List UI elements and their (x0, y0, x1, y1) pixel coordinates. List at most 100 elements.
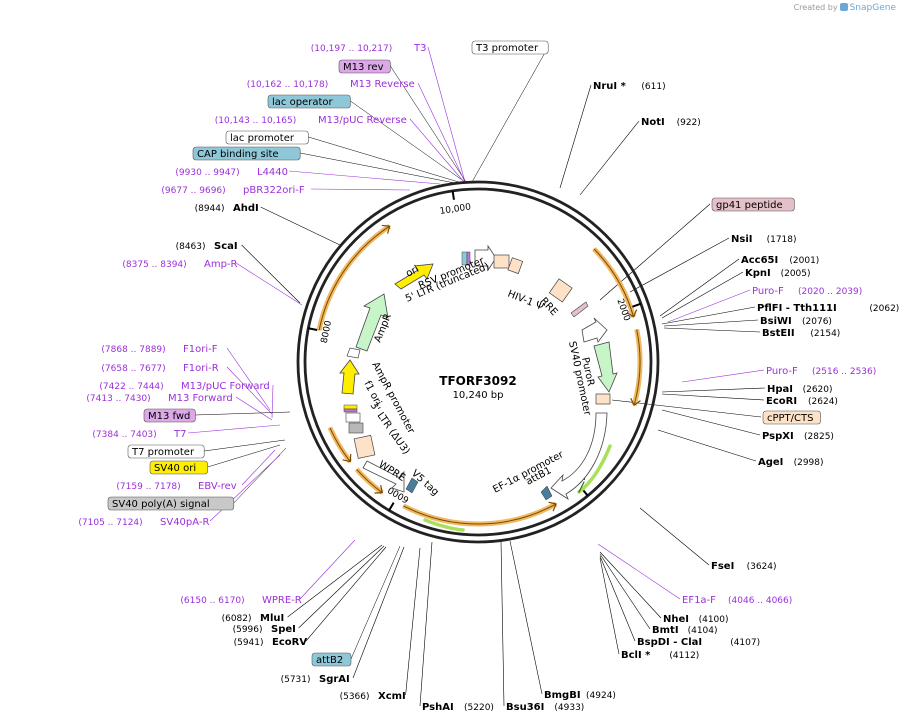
connector-line (667, 289, 751, 323)
ltr3-box (353, 434, 376, 459)
label-name: PshAI (422, 702, 454, 713)
ampr-feature-arrow (355, 293, 389, 352)
plasmid-size: 10,240 bp (453, 390, 504, 401)
label-pflfi-tth111i: PflFI - Tth111I (2062) (757, 303, 899, 314)
label-name: PflFI - Tth111I (757, 303, 837, 314)
label-m13-fwd: M13 fwd (143, 408, 196, 423)
feature-name: SV40 poly(A) signal (112, 499, 210, 510)
label-name: ScaI (214, 241, 238, 252)
connector-line (300, 152, 461, 185)
label-bsiwi: BsiWI(2076) (760, 316, 832, 327)
connector-line (226, 366, 273, 415)
label-fsei: FseI(3624) (711, 561, 777, 572)
label-wpre-r: WPRE-R (6150 .. 6170) (180, 595, 301, 606)
label-name: EBV-rev (198, 481, 237, 492)
gp41-box (570, 301, 589, 318)
label-name: Puro-F (752, 286, 784, 297)
connector-line (599, 203, 711, 301)
label-position: (6150 .. 6170) (180, 596, 244, 606)
label-position: (6082) (222, 614, 252, 624)
connector-line (599, 553, 651, 630)
wpre-arrow (362, 460, 405, 493)
label-position: (611) (641, 82, 665, 92)
feature-badge (127, 444, 205, 459)
label-position: (2001) (789, 256, 819, 266)
feature-name: M13 rev (343, 62, 384, 73)
label-noti: NotI(922) (641, 117, 701, 128)
label-position: (2062) (869, 304, 899, 314)
connector-line (509, 540, 543, 695)
label-name: BmtI (652, 625, 679, 636)
label-name: SV40pA-R (160, 517, 209, 528)
label-name: BstEII (762, 328, 795, 339)
label-name: AgeI (758, 457, 783, 468)
connector-line (298, 545, 385, 629)
feature-badge (711, 197, 795, 212)
label-position: (2154) (810, 329, 840, 339)
connector-line (390, 65, 467, 183)
feature-name: M13 fwd (148, 411, 190, 422)
label-position: (2620) (803, 385, 833, 395)
label-bmgbi: BmgBI(4924) (544, 690, 616, 701)
label-position: (5996) (233, 625, 263, 635)
tick-label: 8000 (320, 319, 334, 344)
label-sv40-poly-a-signal: SV40 poly(A) signal (107, 496, 235, 511)
connector-line (427, 46, 466, 183)
connector-line (260, 206, 341, 246)
label-position: (5731) (281, 675, 311, 685)
label-position: (4933) (554, 703, 584, 713)
feature-name: SV40 ori (154, 463, 196, 474)
feature-badge (471, 40, 549, 55)
label-agei: AgeI (2998) (758, 457, 824, 468)
feature-badge (192, 146, 301, 161)
connector-line (308, 136, 463, 184)
label-position: (4100) (699, 615, 729, 625)
label-name: NheI (663, 614, 689, 625)
label-name: M13/pUC Forward (181, 381, 270, 392)
label-f1ori-r: F1ori-R(7658 .. 7677) (101, 363, 218, 374)
label-position: (2624) (808, 397, 838, 407)
connector-line (659, 258, 740, 317)
label-position: (2998) (794, 458, 824, 468)
label-name: WPRE-R (262, 595, 302, 606)
label-position: (2516 .. 2536) (812, 367, 876, 377)
label-bsu36i: Bsu36I(4933) (506, 702, 584, 713)
label-pbr322ori-f: pBR322ori-F(9677 .. 9696) (161, 185, 304, 196)
label-name: XcmI (378, 691, 406, 702)
orf-arc-core (593, 248, 635, 318)
v5-tag-box (405, 477, 419, 494)
connector-line (417, 82, 466, 183)
ef1a-promoter-arrow (550, 412, 608, 501)
label-gp41-peptide: gp41 peptide (711, 197, 795, 212)
label-position: (10,143 .. 10,165) (215, 116, 296, 126)
connector-line (405, 547, 421, 696)
attb1-box (540, 485, 553, 501)
connector-line (663, 319, 759, 327)
connector-line (661, 387, 766, 393)
label-position: (7384 .. 7403) (92, 430, 156, 440)
label-position: (4104) (688, 626, 718, 636)
orf-arc-head (342, 453, 352, 463)
label-puro-f: Puro-F(2020 .. 2039) (752, 286, 862, 297)
label-sv40-ori: SV40 ori (149, 460, 208, 475)
connector-line (350, 545, 401, 660)
feature-badge (149, 460, 208, 475)
connector-line (661, 271, 744, 319)
connector-line (241, 244, 301, 304)
label-puro-f: Puro-F (2516 .. 2536) (766, 366, 876, 377)
label-spei: SpeI(5996) (233, 624, 296, 635)
connector-line (471, 46, 549, 183)
label-position: (7105 .. 7124) (78, 518, 142, 528)
label-name: Acc65I (741, 255, 778, 266)
label-position: (4924) (586, 691, 616, 701)
connector-line (661, 306, 756, 325)
label-position: (2825) (804, 432, 834, 442)
inner-features (339, 244, 618, 501)
hiv-psi-box (507, 257, 524, 275)
orf-arc-core (403, 503, 557, 525)
label-m13-reverse: M13 Reverse(10,162 .. 10,178) (247, 79, 415, 90)
label-position: (8375 .. 8394) (122, 260, 186, 270)
label-name: Puro-F (766, 366, 798, 377)
label-position: (7413 .. 7430) (86, 394, 150, 404)
label-scai: ScaI(8463) (176, 241, 238, 252)
